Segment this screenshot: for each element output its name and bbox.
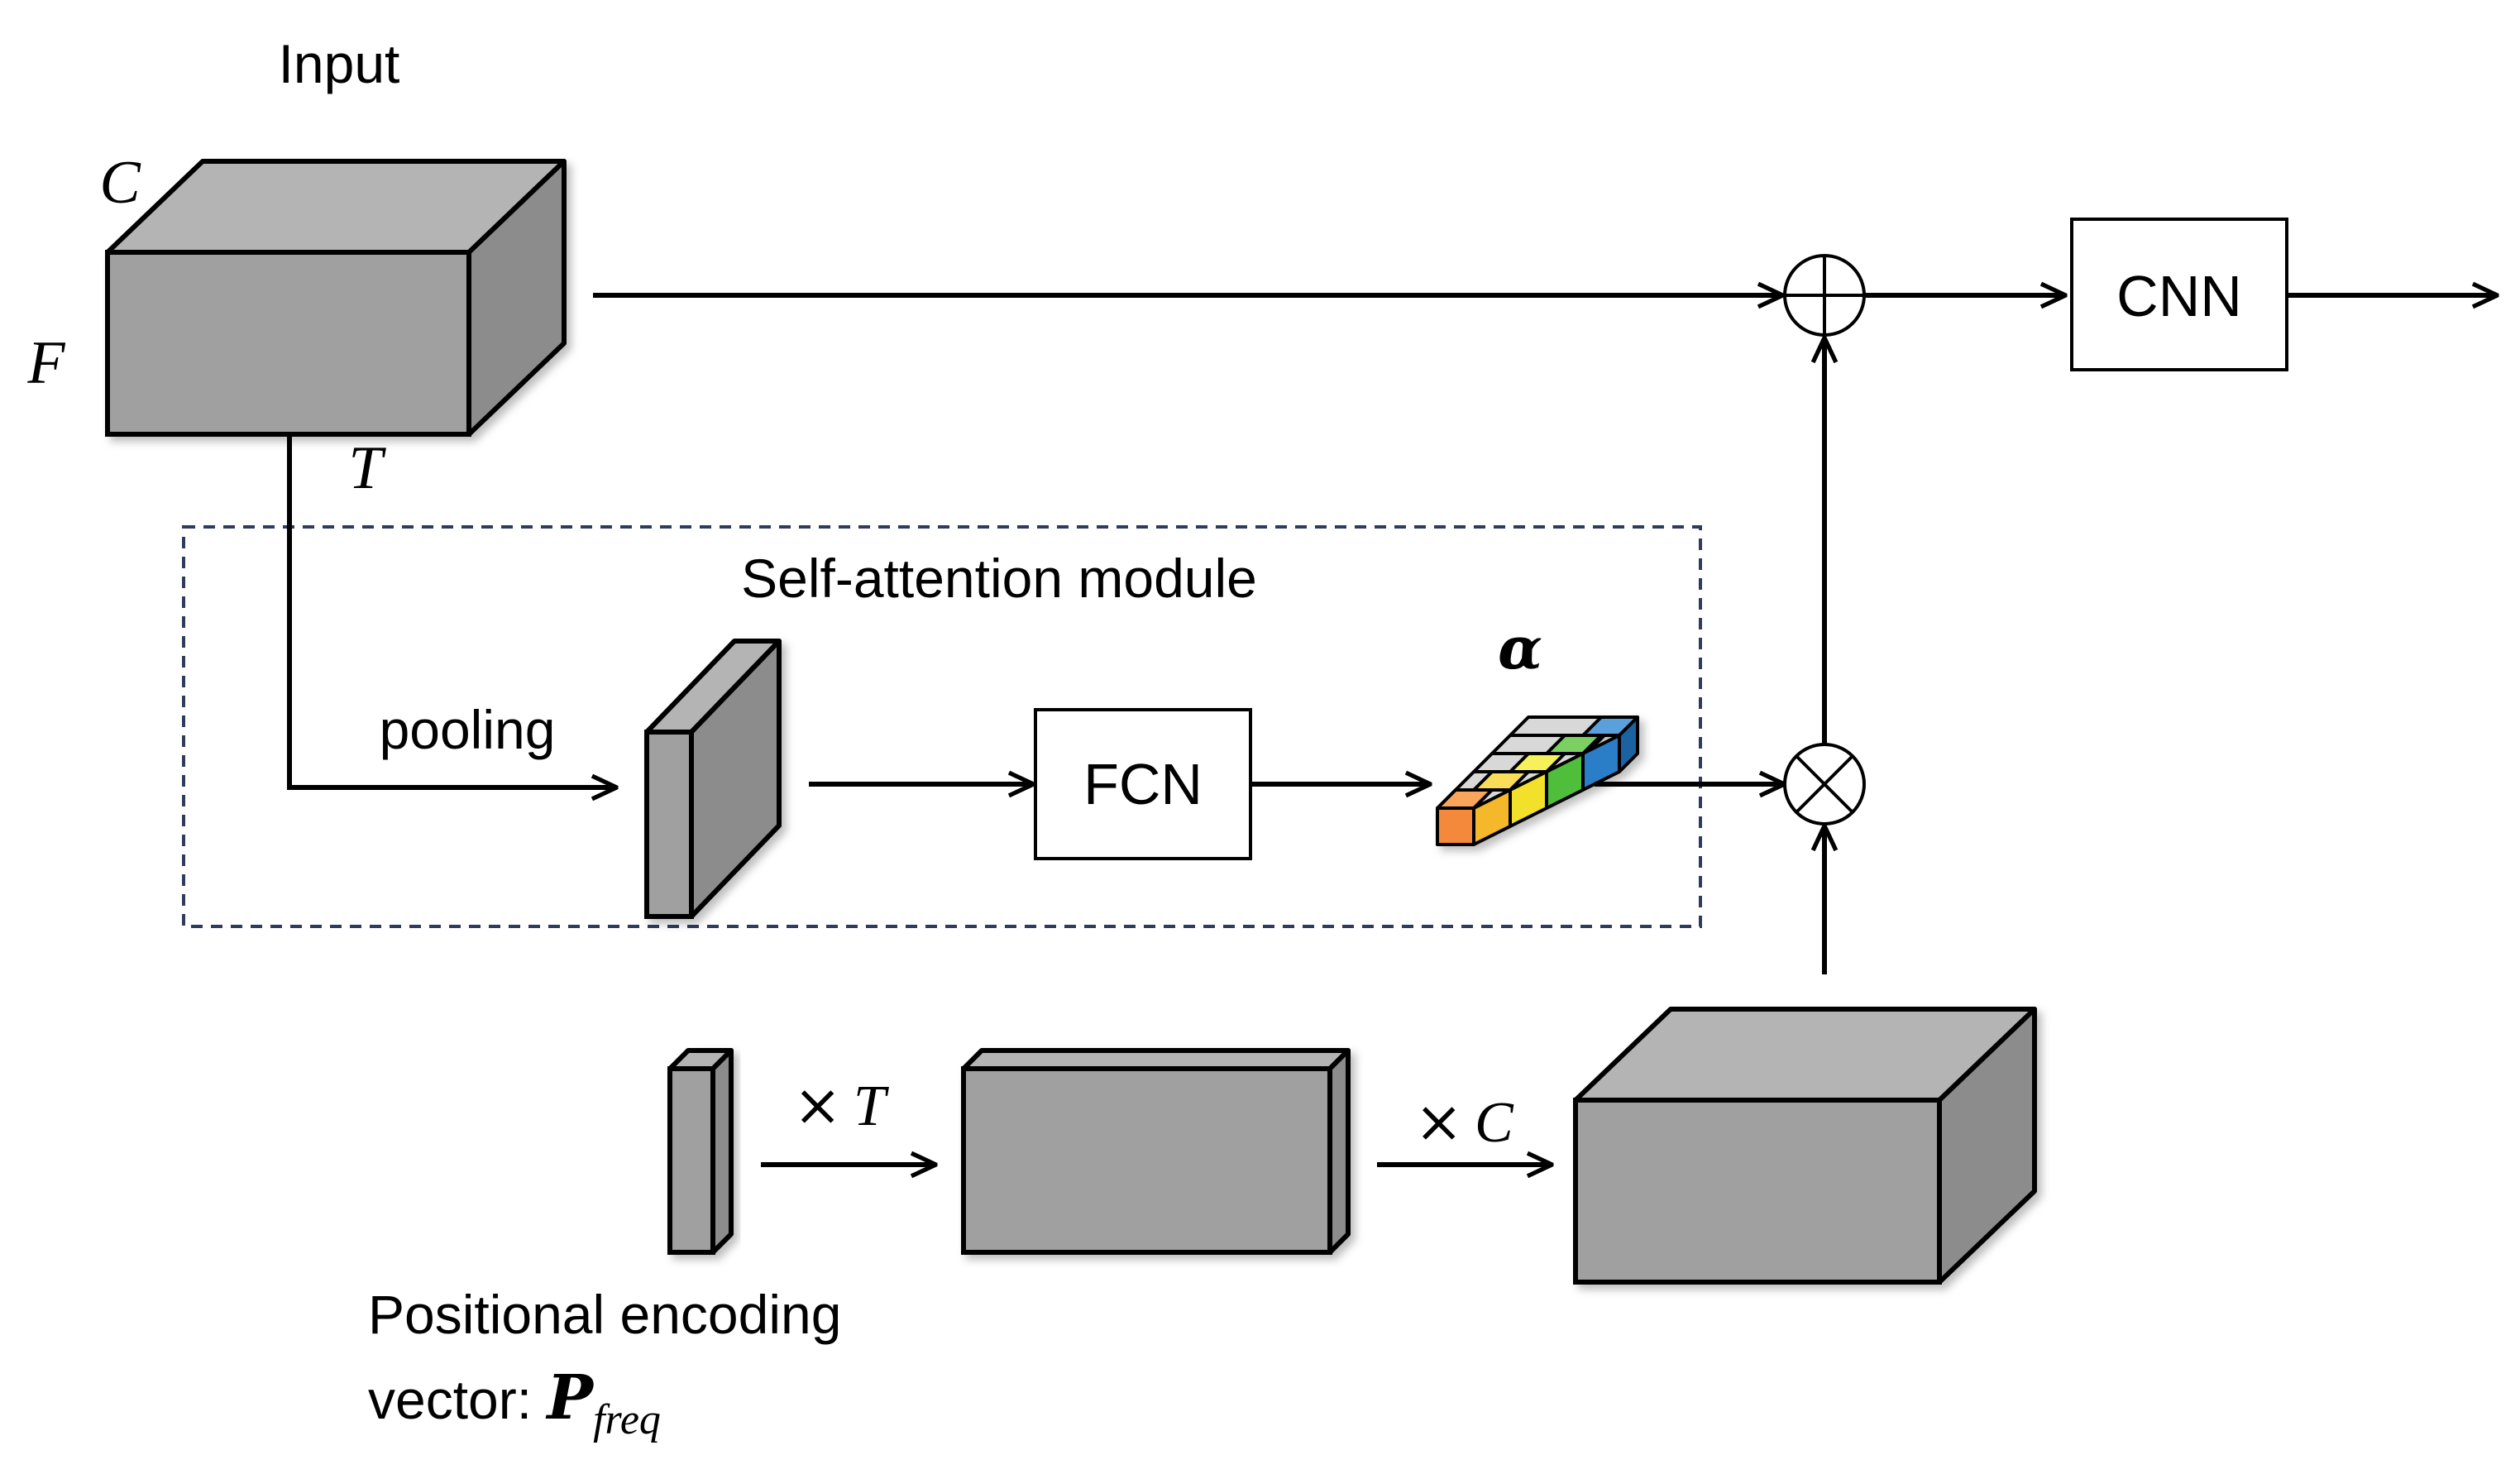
pe-matrix-top xyxy=(961,1048,1351,1071)
repeat-time-label: ×T xyxy=(793,1071,890,1139)
pe-matrix-front xyxy=(961,1066,1332,1255)
channel-dimension-label: C xyxy=(99,149,141,217)
pe-vector-front xyxy=(667,1066,715,1255)
pooling-label: pooling xyxy=(380,699,556,760)
pooling-arrow xyxy=(287,434,615,787)
repeat-channel-label: ×C xyxy=(1414,1088,1514,1156)
input-tensor xyxy=(105,159,567,437)
time-dimension-label: T xyxy=(348,434,386,502)
input-title: Input xyxy=(279,33,400,94)
pe-vector xyxy=(667,1048,734,1255)
pooled-tensor-front xyxy=(644,730,694,919)
alpha-cell-1 xyxy=(1436,806,1475,846)
positional-encoding-caption-line2: vector: Pfreq xyxy=(368,1362,661,1443)
fcn-label: FCN xyxy=(1083,752,1203,816)
alpha-label: α xyxy=(1498,614,1542,682)
pe-matrix-side xyxy=(1327,1048,1351,1255)
pe-matrix xyxy=(961,1048,1351,1255)
pe-tensor-front xyxy=(1573,1098,1942,1285)
frequency-dimension-label: F xyxy=(26,329,65,397)
self-attention-module-title: Self-attention module xyxy=(741,548,1257,609)
alpha-end-side xyxy=(1618,715,1639,773)
pe-tensor xyxy=(1573,1007,2037,1285)
cnn-label: CNN xyxy=(2116,264,2242,328)
pooled-tensor xyxy=(644,639,782,919)
multiply-operator xyxy=(1783,743,1866,826)
input-tensor-front xyxy=(105,250,471,437)
alpha-vector xyxy=(1436,715,1639,846)
self-attention-module-frame xyxy=(182,525,1702,928)
pe-vector-side xyxy=(710,1048,734,1255)
positional-encoding-caption-line1: Positional encoding xyxy=(368,1284,841,1345)
add-operator xyxy=(1783,254,1866,337)
